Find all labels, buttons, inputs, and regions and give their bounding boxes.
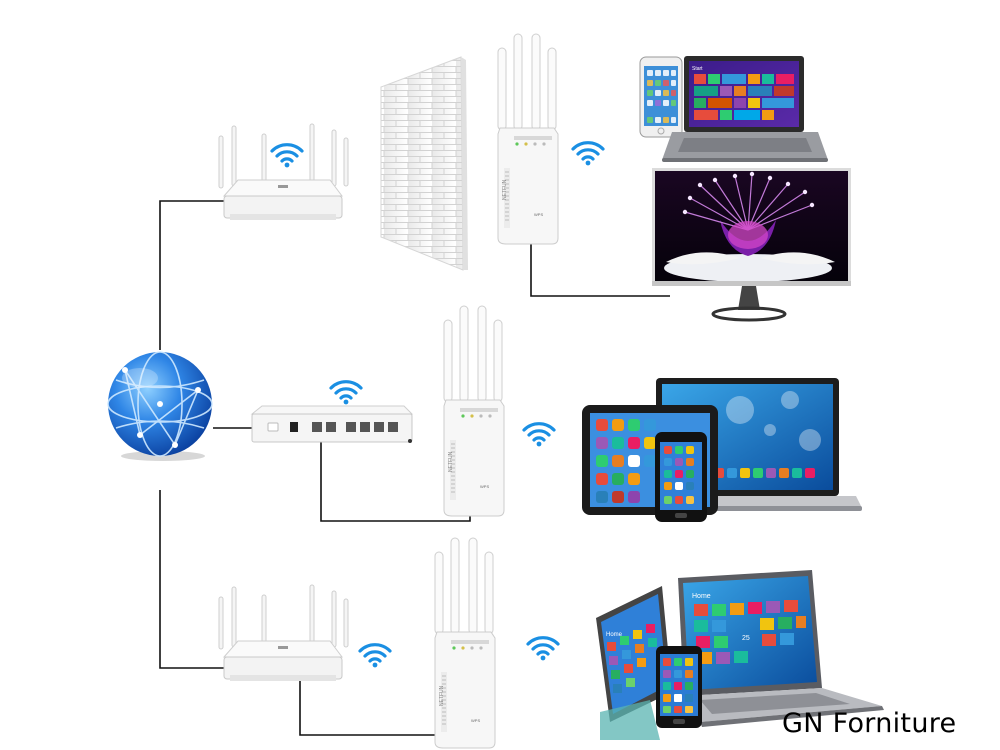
cable-extender-to-tv [530,240,670,297]
internet-globe-icon [107,351,213,461]
range-extender-bottom: NETFUN WPS [434,537,496,749]
router-bottom [218,584,349,682]
laptop-screen-label: Start [692,66,703,72]
laptop-date-label: 25 [742,635,750,642]
wifi-icon [571,141,605,167]
watermark-text: GN Forniture [782,708,957,739]
tablet-home-label: Home [606,632,623,638]
wifi-icon [270,143,304,169]
wifi-icon [526,636,560,663]
laptop-home-label: Home [692,593,711,600]
extender-wps-label: WPS [480,484,489,489]
extender-wps-label: WPS [534,212,543,217]
cable-globe-to-router-bottom [159,490,236,669]
smartphone-icon [639,56,683,138]
flower-image [664,171,835,282]
laptop-icon: Home 25 [678,570,884,727]
smartphone-icon [656,646,702,728]
brick-wall-icon [380,56,468,271]
extender-brand-label: NETFUN [502,179,508,200]
range-extender-top: NETFUN WPS [497,33,559,245]
extender-brand-label: NETFUN [439,685,445,706]
cable-globe-to-router-top [159,200,236,350]
extender-wps-label: WPS [471,718,480,723]
wifi-icon [358,643,392,670]
modem-icon [250,405,414,443]
router-top [218,123,349,221]
laptop-icon: Start [662,56,828,162]
range-extender-middle: NETFUN WPS [443,305,505,517]
extender-brand-label: NETFUN [448,451,454,472]
wifi-icon [329,380,363,406]
smartphone-icon [655,432,707,522]
wifi-icon [522,422,556,448]
tv-monitor-icon [652,168,851,322]
tablet-icon: Home [596,586,672,740]
